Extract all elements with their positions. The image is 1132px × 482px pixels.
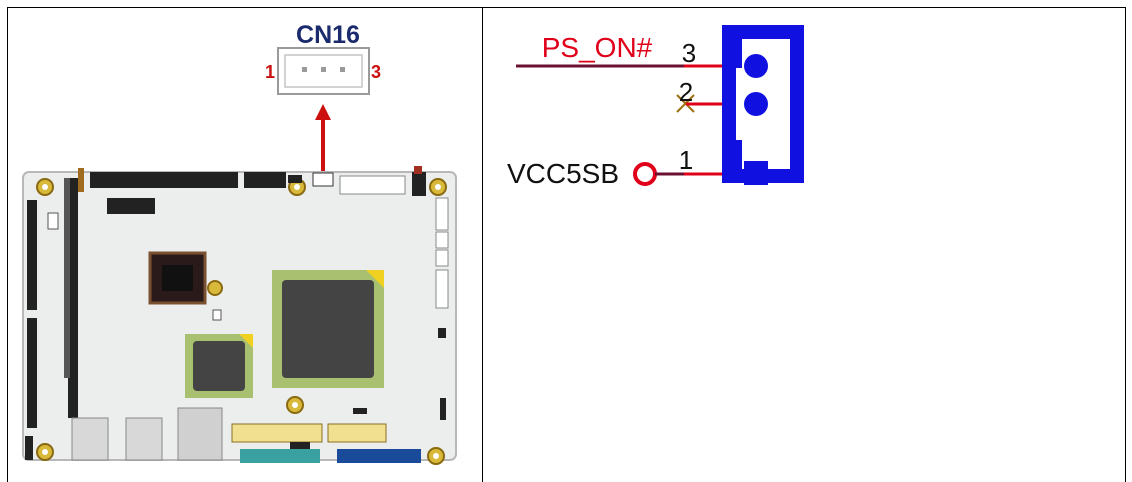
- pin-1-number: 1: [679, 145, 693, 175]
- motherboard-image: [22, 166, 457, 465]
- location-arrow: [315, 104, 331, 178]
- pinout-cell: [483, 7, 1126, 482]
- connector-title: CN16: [296, 21, 360, 49]
- signal-ps-on-label: PS_ON#: [542, 32, 653, 63]
- signal-vcc5sb-label: VCC5SB: [507, 158, 619, 189]
- mounting-hole-icon: [36, 178, 447, 465]
- board-location-cell: [7, 7, 483, 482]
- pin-2-number: 2: [679, 77, 693, 107]
- no-connect-mark-icon: [676, 94, 695, 113]
- pin-1-square-icon: [744, 161, 768, 185]
- pin-3-round-icon: [744, 54, 768, 78]
- connector-callout-housing: [277, 47, 370, 95]
- pin-3-number: 3: [682, 38, 696, 68]
- connector-body: [722, 25, 804, 185]
- callout-pin-3-label: 3: [371, 62, 381, 82]
- callout-pin-1-label: 1: [265, 62, 275, 82]
- power-terminal-icon: [633, 162, 657, 186]
- pin-2-round-icon: [744, 92, 768, 116]
